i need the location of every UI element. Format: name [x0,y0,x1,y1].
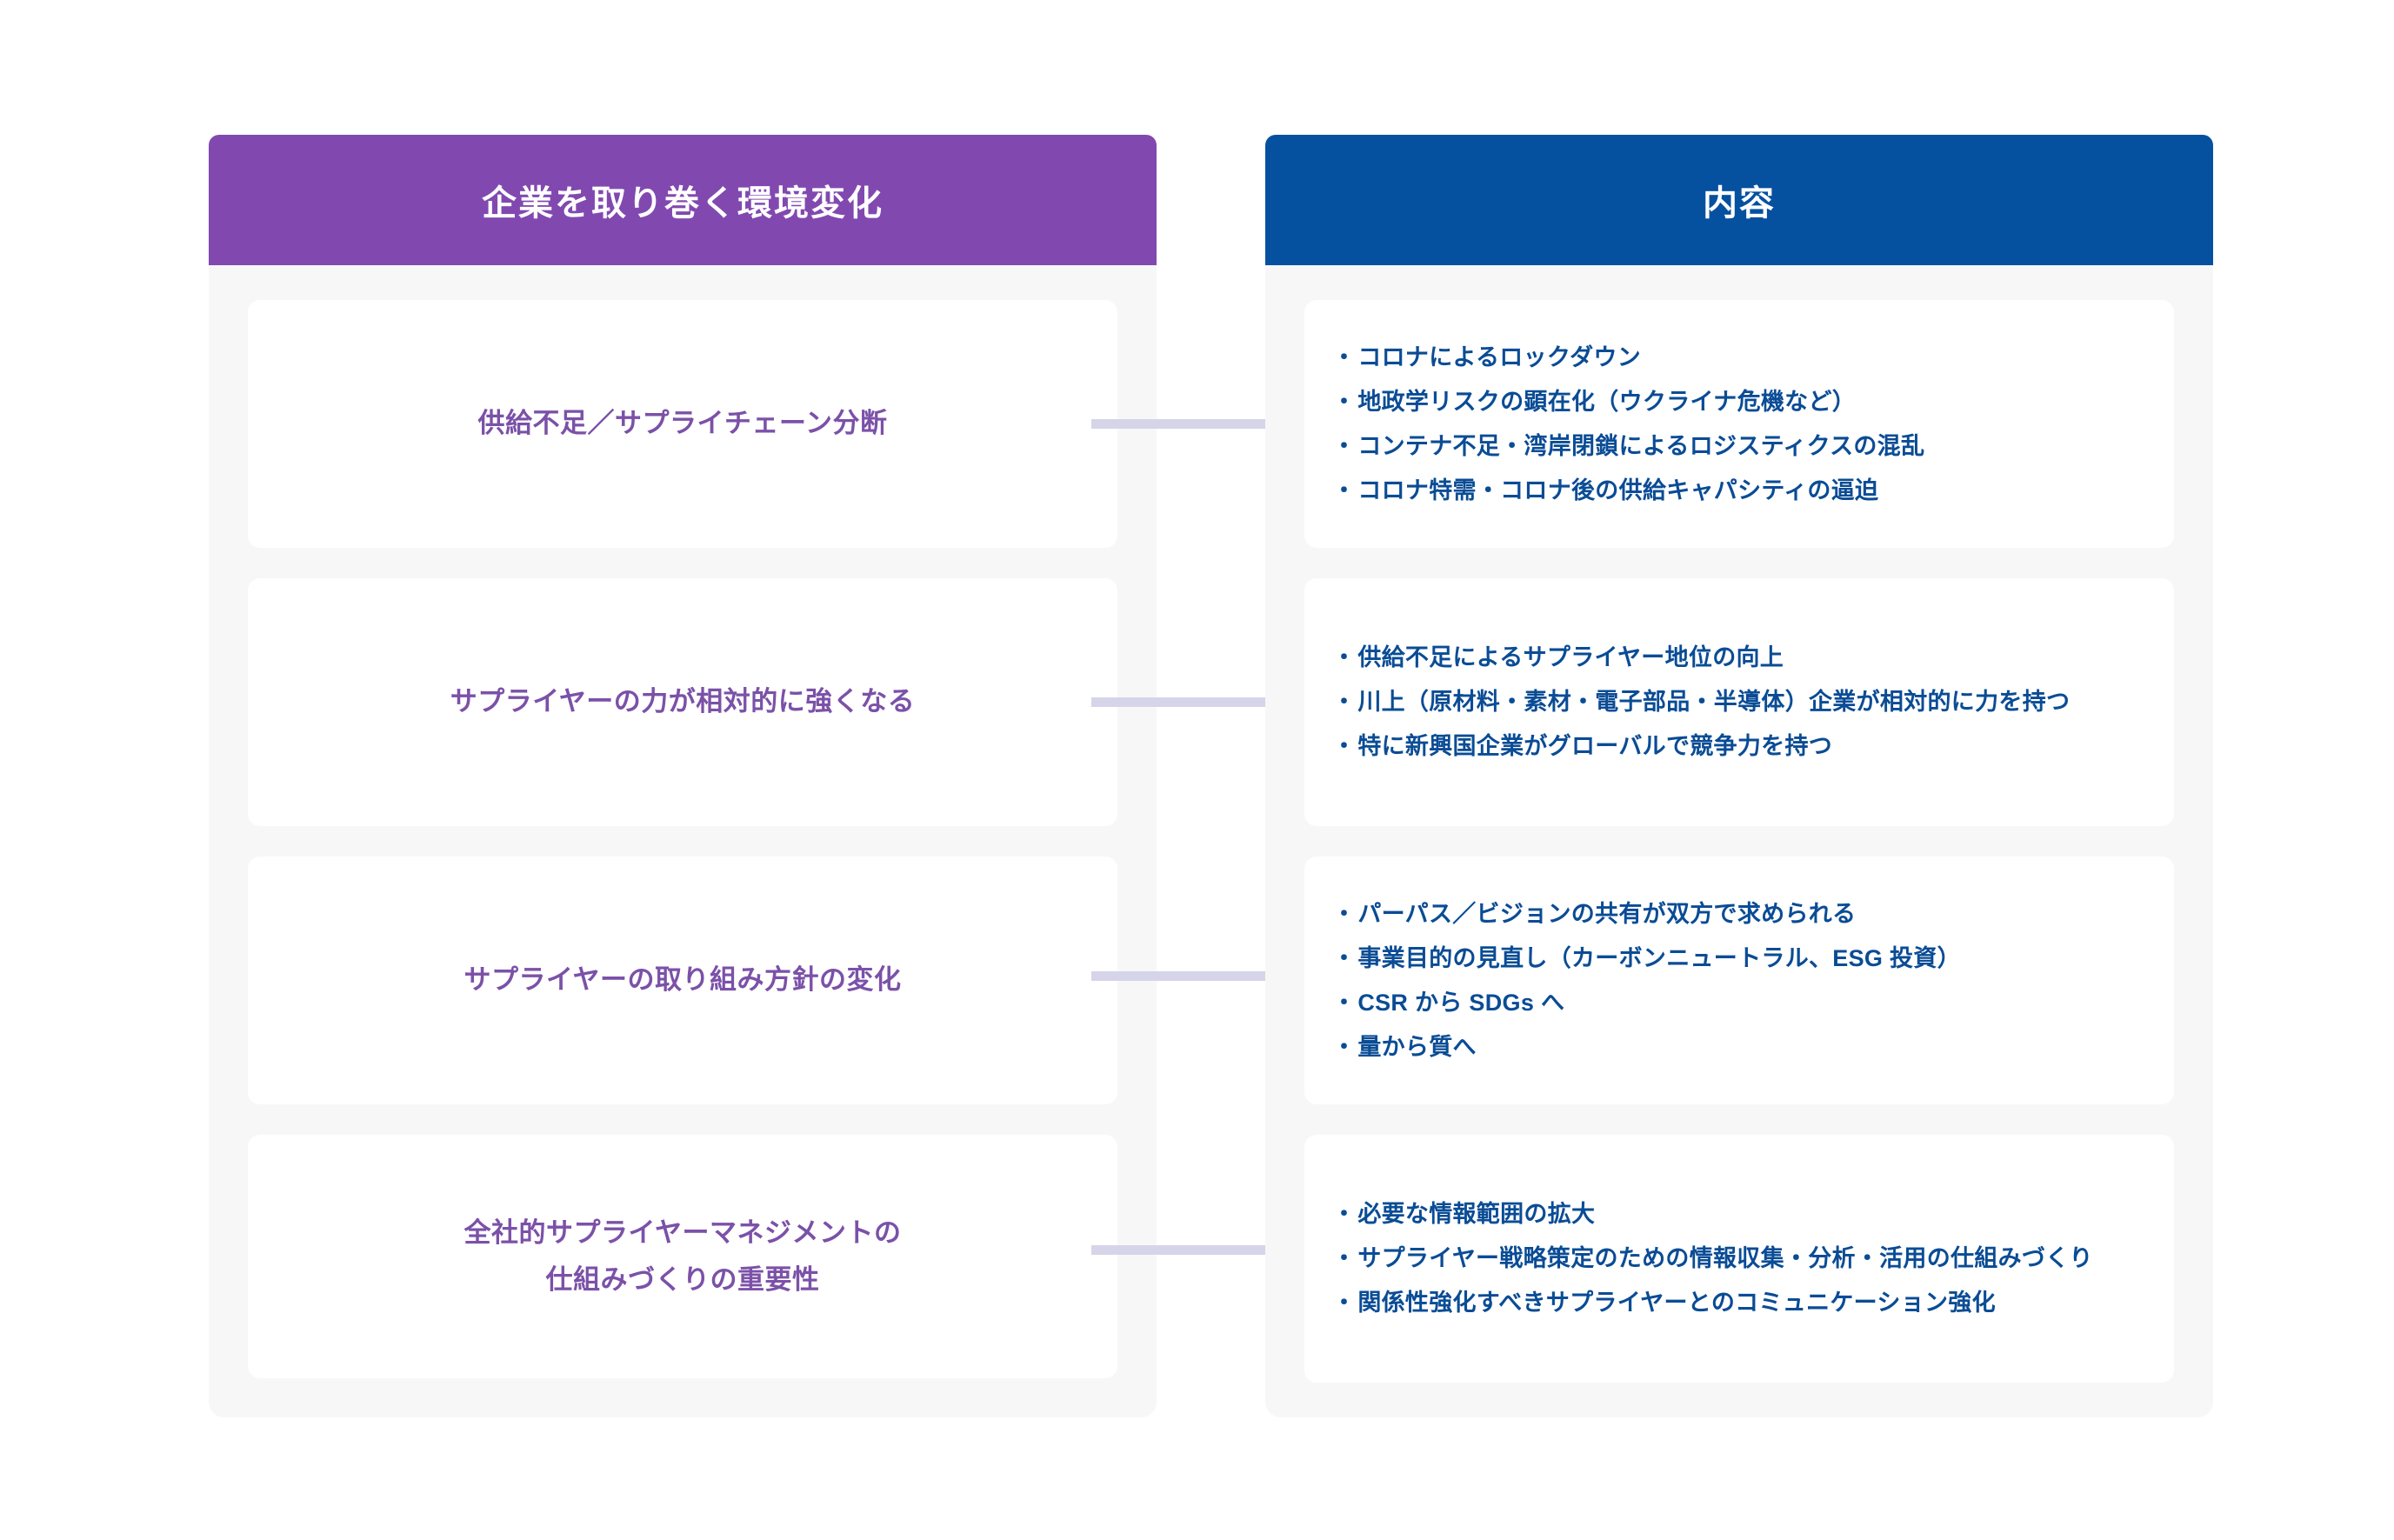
list-item: ・ 量から質へ [1332,1025,2146,1070]
content-card-1[interactable]: ・ コロナによるロックダウン ・ 地政学リスクの顕在化（ウクライナ危機など） ・… [1304,300,2174,548]
environment-change-label-4: 全社的サプライヤーマネジメントの 仕組みづくりの重要性 [463,1217,902,1295]
bullet-text: 地政学リスクの顕在化（ウクライナ危機など） [1357,388,1857,415]
list-item: ・ 供給不足によるサプライヤー地位の向上 [1332,636,2146,680]
list-item: ・ 事業目的の見直し（カーボンニュートラル、ESG 投資） [1332,937,2146,981]
connector-line-2 [1091,697,1307,707]
environment-change-label-3: サプライヤーの取り組み方針の変化 [463,964,902,996]
content-bullet-list-1: ・ コロナによるロックダウン ・ 地政学リスクの顕在化（ウクライナ危機など） ・… [1332,336,2146,513]
bullet-marker-icon: ・ [1332,644,1357,670]
list-item: ・ コロナ特需・コロナ後の供給キャパシティの逼迫 [1332,469,2146,513]
bullet-marker-icon: ・ [1332,689,1357,715]
connector-line-4 [1091,1245,1307,1255]
content-card-4[interactable]: ・ 必要な情報範囲の拡大 ・ サプライヤー戦略策定のための情報収集・分析・活用の… [1304,1135,2174,1383]
list-item: ・ CSR から SDGs へ [1332,981,2146,1025]
environment-change-card-3[interactable]: サプライヤーの取り組み方針の変化 [248,857,1117,1104]
list-item: ・ 特に新興国企業がグローバルで競争力を持つ [1332,724,2146,769]
bullet-text: 川上（原材料・素材・電子部品・半導体）企業が相対的に力を持つ [1357,689,2071,715]
bullet-marker-icon: ・ [1332,432,1357,459]
content-bullet-list-2: ・ 供給不足によるサプライヤー地位の向上 ・ 川上（原材料・素材・電子部品・半導… [1332,636,2146,769]
content-card-3[interactable]: ・ パーパス／ビジョンの共有が双方で求められる ・ 事業目的の見直し（カーボンニ… [1304,857,2174,1104]
content-bullet-list-4: ・ 必要な情報範囲の拡大 ・ サプライヤー戦略策定のための情報収集・分析・活用の… [1332,1192,2146,1325]
list-item: ・ コンテナ不足・湾岸閉鎖によるロジスティクスの混乱 [1332,424,2146,469]
content-bullet-list-3: ・ パーパス／ビジョンの共有が双方で求められる ・ 事業目的の見直し（カーボンニ… [1332,892,2146,1070]
bullet-text: パーパス／ビジョンの共有が双方で求められる [1357,900,1857,927]
list-item: ・ コロナによるロックダウン [1332,336,2146,380]
environment-change-card-1[interactable]: 供給不足／サプライチェーン分断 [248,300,1117,548]
left-column-body: 供給不足／サプライチェーン分断 サプライヤーの力が相対的に強くなる サプライヤー… [209,265,1157,1417]
bullet-marker-icon: ・ [1332,1245,1357,1271]
list-item: ・ 関係性強化すべきサプライヤーとのコミュニケーション強化 [1332,1281,2146,1325]
list-item: ・ 必要な情報範囲の拡大 [1332,1192,2146,1237]
bullet-marker-icon: ・ [1332,900,1357,927]
bullet-text: サプライヤー戦略策定のための情報収集・分析・活用の仕組みづくり [1357,1245,2093,1271]
environment-change-card-4[interactable]: 全社的サプライヤーマネジメントの 仕組みづくりの重要性 [248,1135,1117,1378]
right-column-header: 内容 [1265,135,2213,265]
bullet-text: コンテナ不足・湾岸閉鎖によるロジスティクスの混乱 [1357,432,1925,459]
bullet-marker-icon: ・ [1332,733,1357,759]
connector-line-3 [1091,971,1307,981]
list-item: ・ 地政学リスクの顕在化（ウクライナ危機など） [1332,380,2146,424]
bullet-marker-icon: ・ [1332,1290,1357,1316]
list-item: ・ パーパス／ビジョンの共有が双方で求められる [1332,892,2146,937]
content-card-2[interactable]: ・ 供給不足によるサプライヤー地位の向上 ・ 川上（原材料・素材・電子部品・半導… [1304,578,2174,826]
bullet-text: 必要な情報範囲の拡大 [1357,1201,1596,1227]
right-column-body: ・ コロナによるロックダウン ・ 地政学リスクの顕在化（ウクライナ危機など） ・… [1265,265,2213,1417]
bullet-text: 供給不足によるサプライヤー地位の向上 [1357,644,1784,670]
list-item: ・ 川上（原材料・素材・電子部品・半導体）企業が相対的に力を持つ [1332,680,2146,724]
bullet-marker-icon: ・ [1332,477,1357,503]
environment-change-label-1: 供給不足／サプライチェーン分断 [477,408,888,439]
bullet-marker-icon: ・ [1332,1201,1357,1227]
right-column: 内容 ・ コロナによるロックダウン ・ 地政学リスクの顕在化（ウクライナ危機など… [1265,135,2213,1417]
bullet-text: 関係性強化すべきサプライヤーとのコミュニケーション強化 [1357,1290,1996,1316]
list-item: ・ サプライヤー戦略策定のための情報収集・分析・活用の仕組みづくり [1332,1237,2146,1281]
bullet-marker-icon: ・ [1332,944,1357,971]
connector-line-1 [1091,419,1307,429]
bullet-text: 特に新興国企業がグローバルで競争力を持つ [1357,733,1833,759]
bullet-marker-icon: ・ [1332,989,1357,1016]
left-column-header: 企業を取り巻く環境変化 [209,135,1157,265]
bullet-text: 事業目的の見直し（カーボンニュートラル、ESG 投資） [1357,944,1961,971]
bullet-marker-icon: ・ [1332,388,1357,415]
environment-change-card-2[interactable]: サプライヤーの力が相対的に強くなる [248,578,1117,826]
bullet-text: CSR から SDGs へ [1357,989,1565,1016]
environment-change-label-2: サプライヤーの力が相対的に強くなる [450,686,916,717]
bullet-text: 量から質へ [1357,1033,1477,1060]
bullet-text: コロナによるロックダウン [1357,343,1642,370]
bullet-marker-icon: ・ [1332,343,1357,370]
bullet-marker-icon: ・ [1332,1033,1357,1060]
left-column: 企業を取り巻く環境変化 供給不足／サプライチェーン分断 サプライヤーの力が相対的… [209,135,1157,1417]
bullet-text: コロナ特需・コロナ後の供給キャパシティの逼迫 [1357,477,1879,503]
